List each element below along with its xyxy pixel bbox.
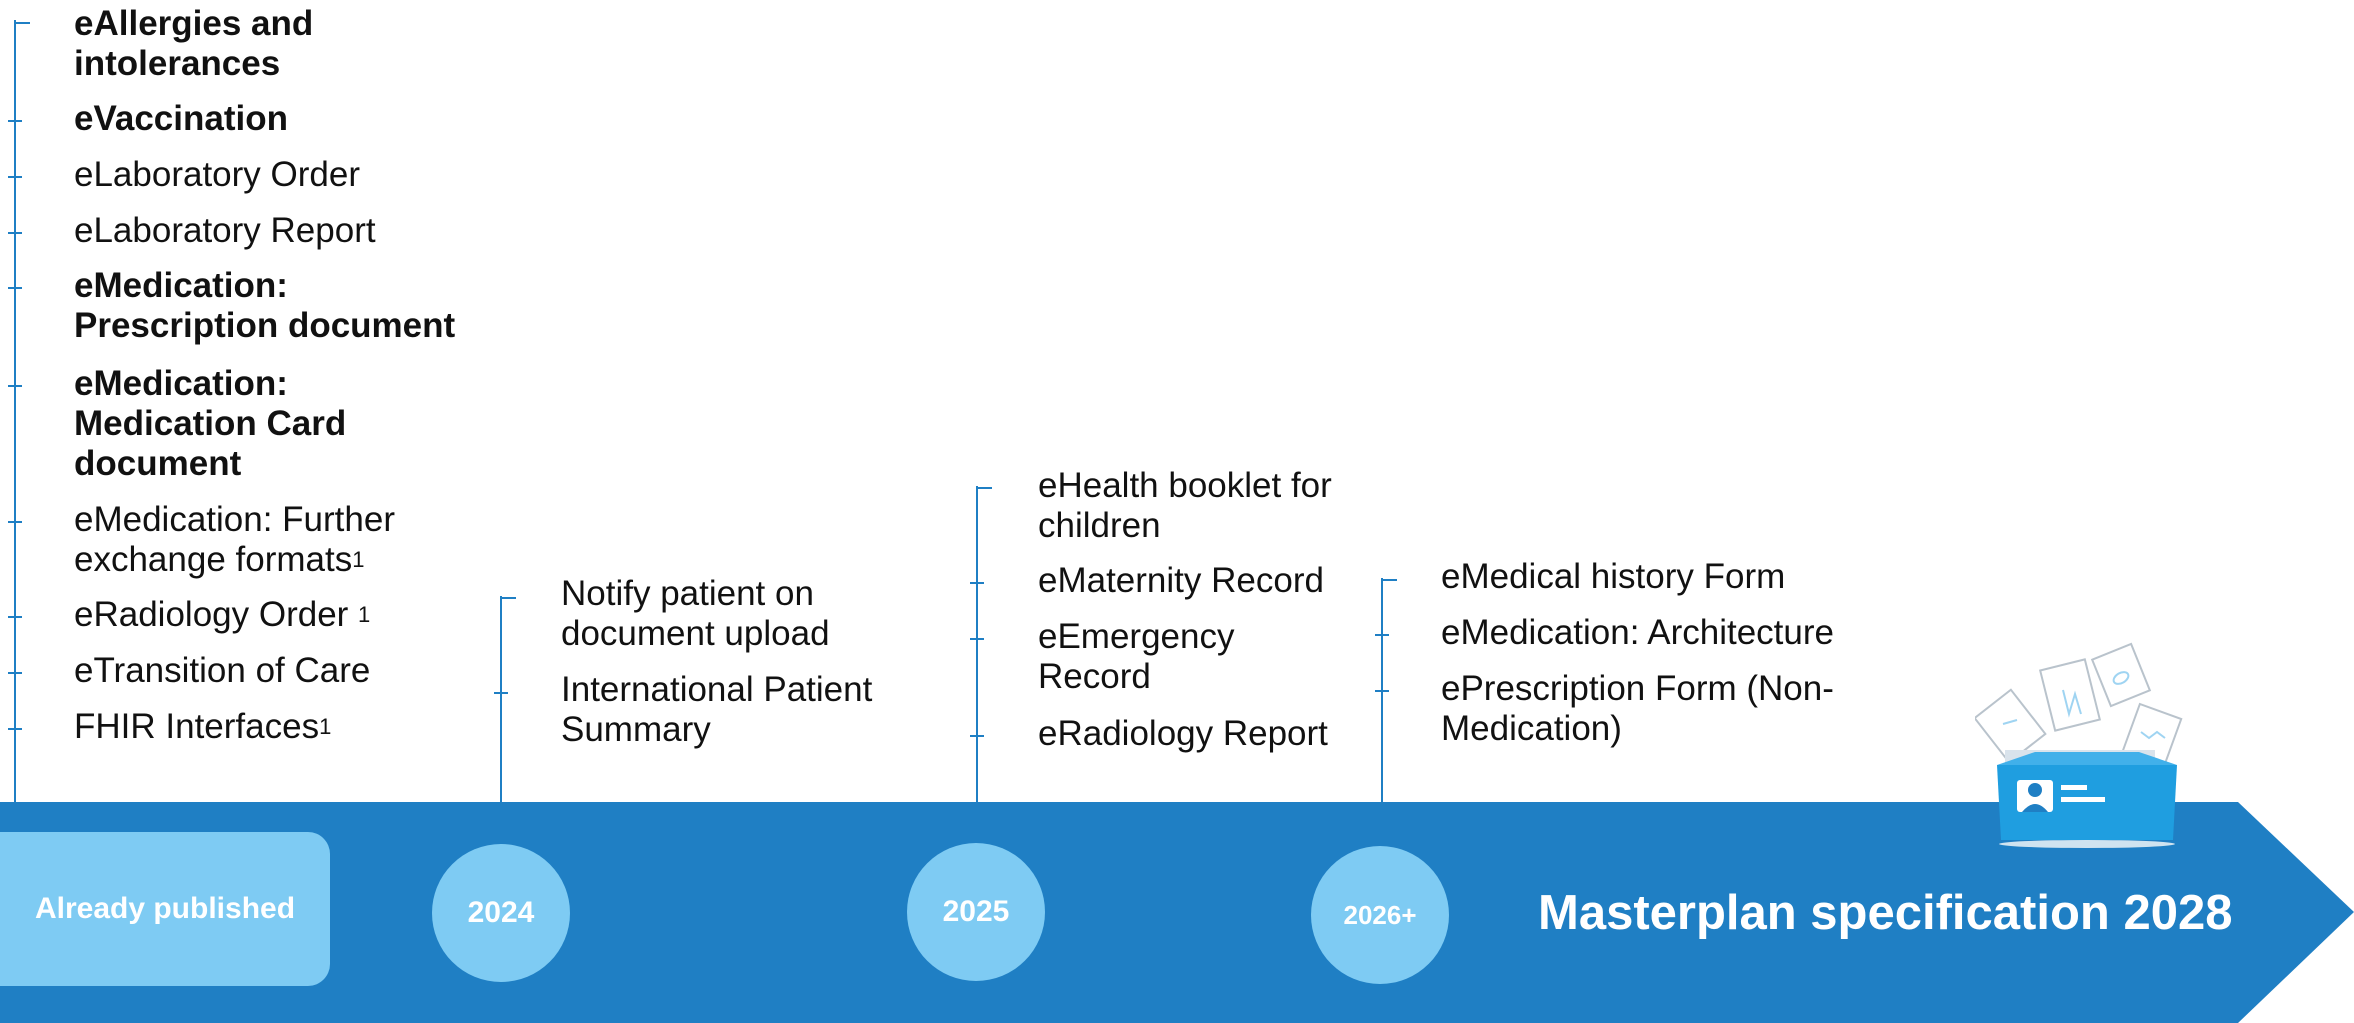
item-tick (8, 232, 22, 234)
timeline-arrow-shape (0, 802, 2354, 1023)
item-text: children (1038, 506, 1161, 545)
connector-line-2025 (976, 486, 978, 804)
item-text: eVaccination (74, 99, 288, 138)
item-tick (970, 735, 984, 737)
milestone-item-already-published: eTransition of Care (74, 651, 370, 691)
item-tick (494, 692, 508, 694)
item-text: Medication) (1441, 709, 1622, 748)
item-text: eLaboratory Order (74, 155, 360, 194)
item-tick (500, 597, 516, 599)
milestone-item-2026plus: ePrescription Form (Non-Medication) (1441, 669, 1834, 749)
item-text: Summary (561, 710, 711, 749)
milestone-item-already-published: FHIR Interfaces1 (74, 707, 331, 747)
item-tick (8, 176, 22, 178)
year-2025-badge: 2025 (907, 843, 1045, 981)
milestone-item-2025: eMaternity Record (1038, 561, 1324, 601)
item-tick (970, 582, 984, 584)
milestone-item-already-published: eLaboratory Order (74, 155, 360, 195)
footnote-marker: 1 (352, 547, 365, 572)
item-text: document (74, 444, 242, 483)
item-text: eMaternity Record (1038, 561, 1324, 600)
item-tick (8, 120, 22, 122)
item-text: eMedication: Architecture (1441, 613, 1834, 652)
connector-line-2024 (500, 596, 502, 804)
item-tick (8, 521, 22, 523)
item-text: Record (1038, 657, 1151, 696)
timeline-arrow-band (0, 802, 2354, 1023)
footnote-marker: 1 (319, 714, 332, 739)
item-text: eTransition of Care (74, 651, 371, 690)
item-text: exchange formats (74, 540, 353, 579)
item-text: eLaboratory Report (74, 211, 376, 250)
item-text: Notify patient on (561, 574, 814, 613)
item-tick (970, 638, 984, 640)
connector-line-already-published (14, 20, 16, 804)
milestone-item-already-published: eMedication:Prescription document (74, 266, 455, 346)
item-tick (8, 728, 22, 730)
item-text: document upload (561, 614, 830, 653)
item-tick (8, 287, 22, 289)
item-text: Medication Card (74, 404, 347, 443)
year-2024-badge: 2024 (432, 844, 570, 982)
year-2026plus-badge: 2026+ (1311, 846, 1449, 984)
item-text: eMedication: (74, 364, 288, 403)
item-text: FHIR Interfaces (74, 707, 320, 746)
item-text: eRadiology Report (1038, 714, 1328, 753)
item-text: eRadiology Order (74, 595, 359, 634)
item-tick (8, 385, 22, 387)
milestone-item-2026plus: eMedication: Architecture (1441, 613, 1834, 653)
item-text: intolerances (74, 44, 281, 83)
item-text: eAllergies and (74, 4, 314, 43)
item-text: eMedical history Form (1441, 557, 1786, 596)
item-text: Prescription document (74, 306, 456, 345)
item-tick (8, 672, 22, 674)
milestone-item-already-published: eVaccination (74, 99, 288, 139)
item-tick (14, 22, 30, 24)
item-text: eEmergency (1038, 617, 1235, 656)
item-text: International Patient (561, 670, 873, 709)
item-tick (1375, 690, 1389, 692)
milestone-item-2025: eRadiology Report (1038, 714, 1328, 754)
health-record-folder-icon (1975, 642, 2183, 848)
milestone-item-already-published: eLaboratory Report (74, 211, 376, 251)
item-text: eMedication: (74, 266, 288, 305)
milestone-item-2026plus: eMedical history Form (1441, 557, 1785, 597)
already-published-badge: Already published (0, 832, 330, 986)
masterplan-title: Masterplan specification 2028 (1538, 886, 2233, 940)
footnote-marker: 1 (358, 602, 371, 627)
item-text: eHealth booklet for (1038, 466, 1332, 505)
item-tick (1381, 579, 1397, 581)
item-tick (976, 487, 992, 489)
item-text: eMedication: Further (74, 500, 395, 539)
item-tick (8, 616, 22, 618)
item-text: ePrescription Form (Non- (1441, 669, 1834, 708)
item-tick (1375, 634, 1389, 636)
milestone-item-already-published: eRadiology Order 1 (74, 595, 370, 635)
